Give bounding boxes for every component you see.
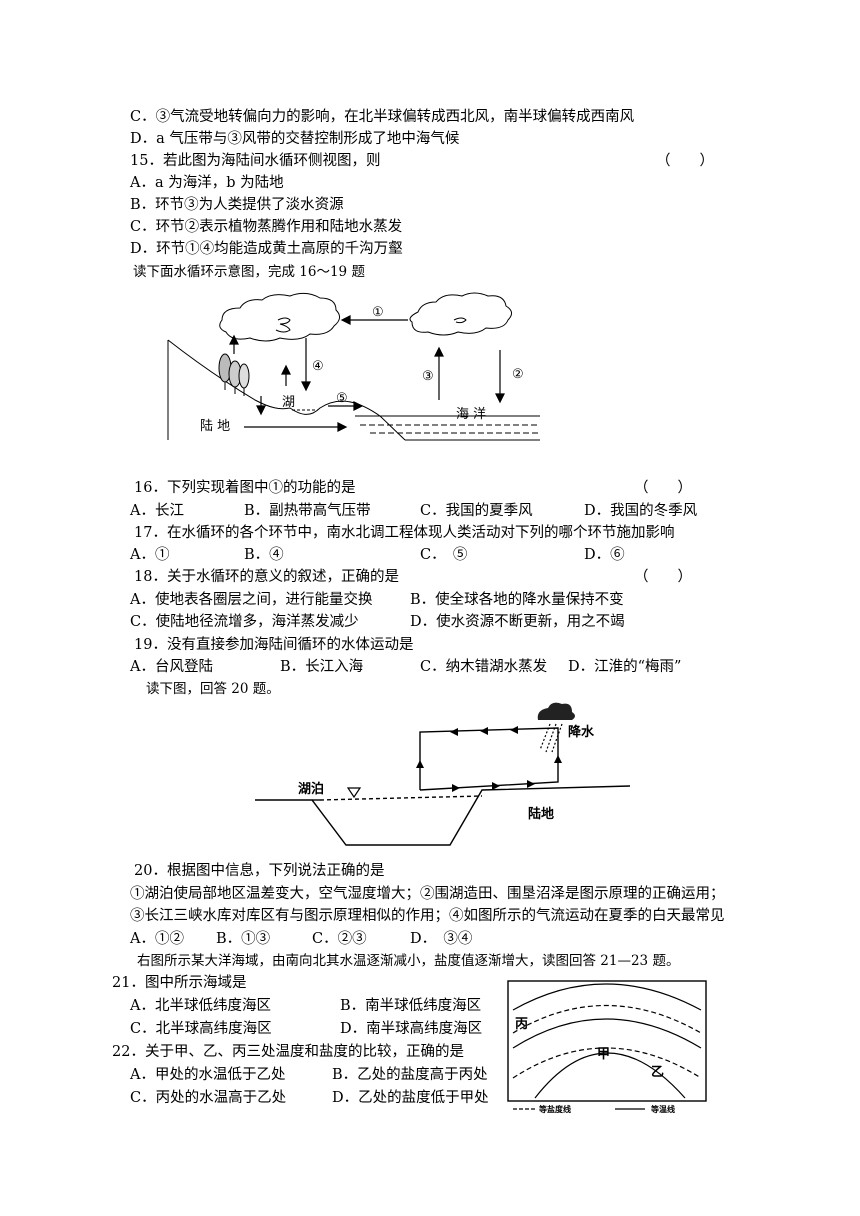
option-18a: A．使地表各圈层之间，进行能量交换 [130, 592, 373, 608]
label-3: ③ [422, 369, 434, 384]
question-22: 22．关于甲、乙、丙三处温度和盐度的比较，正确的是 [112, 1044, 464, 1060]
option-20b: B．①③ [216, 931, 271, 947]
instruction-20: 读下图，回答 20 题。 [146, 681, 280, 697]
label-jia: 甲 [597, 1047, 610, 1062]
option-18c: C．使陆地径流增多，海洋蒸发减少 [130, 614, 359, 630]
answer-blank-18: （ ） [634, 569, 692, 585]
label-4: ④ [312, 359, 324, 374]
option-15a: A．a 为海洋，b 为陆地 [130, 175, 284, 191]
legend-salinity: 等盐度线 [538, 1104, 571, 1114]
answer-blank-16: （ ） [634, 480, 692, 496]
label-yi: 乙 [651, 1065, 664, 1080]
question-17: 17．在水循环的各个环节中，南水北调工程体现人类活动对下列的哪个环节施加影响 [134, 525, 675, 541]
option-22a: A．甲处的水温低于乙处 [130, 1067, 286, 1083]
label-rain: 降水 [568, 724, 595, 740]
answer-blank-15: （ ） [656, 153, 714, 169]
statement-20-2: ③长江三峡水库对库区有与图示原理相似的作用；④如图所示的气流运动在夏季的白天最常… [130, 908, 725, 924]
option-16d: D．我国的冬季风 [584, 503, 698, 519]
label-lake: 湖泊 [298, 781, 324, 797]
question-15: 15．若此图为海陆间水循环侧视图，则 [130, 153, 381, 169]
label-ocean: 海 洋 [456, 407, 486, 422]
option-20a: A．①② [130, 931, 184, 947]
option-19c: C．纳木错湖水蒸发 [420, 659, 548, 675]
option-14c: C．③气流受地转偏向力的影响，在北半球偏转成西北风，南半球偏转成西南风 [130, 109, 635, 125]
question-19: 19．没有直接参加海陆间循环的水体运动是 [134, 637, 414, 653]
option-16c: C．我国的夏季风 [420, 503, 533, 519]
option-21a: A．北半球低纬度海区 [130, 998, 271, 1014]
ocean-isoline-diagram: 丙 甲 乙 等盐度线 等温线 [507, 980, 707, 1114]
label-2: ② [512, 367, 524, 382]
instruction-16-19: 读下面水循环示意图，完成 16～19 题 [133, 264, 365, 280]
option-22c: C．丙处的水温高于乙处 [130, 1090, 287, 1106]
label-5: ⑤ [336, 391, 348, 406]
question-20: 20．根据图中信息，下列说法正确的是 [134, 863, 385, 879]
option-19b: B．长江入海 [280, 659, 364, 675]
option-17a: A．① [130, 547, 170, 563]
option-17c: C． ⑤ [420, 547, 468, 563]
option-17b: B．④ [244, 547, 284, 563]
label-land: 陆 地 [200, 418, 230, 434]
option-20c: C．②③ [312, 931, 367, 947]
statement-20-1: ①湖泊使局部地区温差变大，空气湿度增大；②围湖造田、围垦沼泽是图示原理的正确运用… [130, 886, 725, 902]
label-land: 陆地 [528, 806, 554, 822]
option-15d: D．环节①④均能造成黄土高原的千沟万壑 [130, 241, 403, 257]
option-22b: B．乙处的盐度高于丙处 [332, 1067, 488, 1083]
option-20d: D． ③④ [410, 931, 473, 947]
question-21: 21．图中所示海域是 [112, 975, 247, 991]
option-14d: D．a 气压带与③风带的交替控制形成了地中海气候 [130, 131, 460, 147]
question-18: 18．关于水循环的意义的叙述，正确的是 [134, 569, 399, 585]
label-lake: 湖 [282, 395, 295, 410]
option-21c: C．北半球高纬度海区 [130, 1021, 272, 1037]
lake-breeze-diagram: 降水 湖泊 陆地 [255, 702, 631, 846]
label-bing: 丙 [515, 1017, 528, 1032]
option-21b: B．南半球低纬度海区 [340, 998, 482, 1014]
option-15c: C．环节②表示植物蒸腾作用和陆地水蒸发 [130, 219, 403, 235]
legend-temperature: 等温线 [650, 1104, 675, 1114]
label-1: ① [372, 305, 384, 320]
option-19a: A．台风登陆 [130, 659, 213, 675]
option-17d: D．⑥ [584, 547, 625, 563]
option-18d: D．使水资源不断更新，用之不竭 [410, 614, 625, 630]
instruction-21-23: 右图所示某大洋海域，由南向北其水温逐渐减小，盐度值逐渐增大，读图回答 21—23… [137, 953, 680, 969]
water-cycle-diagram: ① ② ③ ④ ⑤ 湖 陆 地 海 洋 [167, 292, 540, 441]
option-22d: D．乙处的盐度低于甲处 [332, 1090, 489, 1106]
option-15b: B．环节③为人类提供了淡水资源 [130, 197, 344, 213]
question-16: 16．下列实现着图中①的功能的是 [134, 480, 356, 496]
option-19d: D．江淮的“梅雨” [568, 659, 682, 675]
option-18b: B．使全球各地的降水量保持不变 [410, 592, 624, 608]
option-16b: B．副热带高气压带 [244, 503, 371, 519]
option-21d: D．南半球高纬度海区 [340, 1021, 483, 1037]
option-16a: A．长江 [130, 503, 184, 519]
